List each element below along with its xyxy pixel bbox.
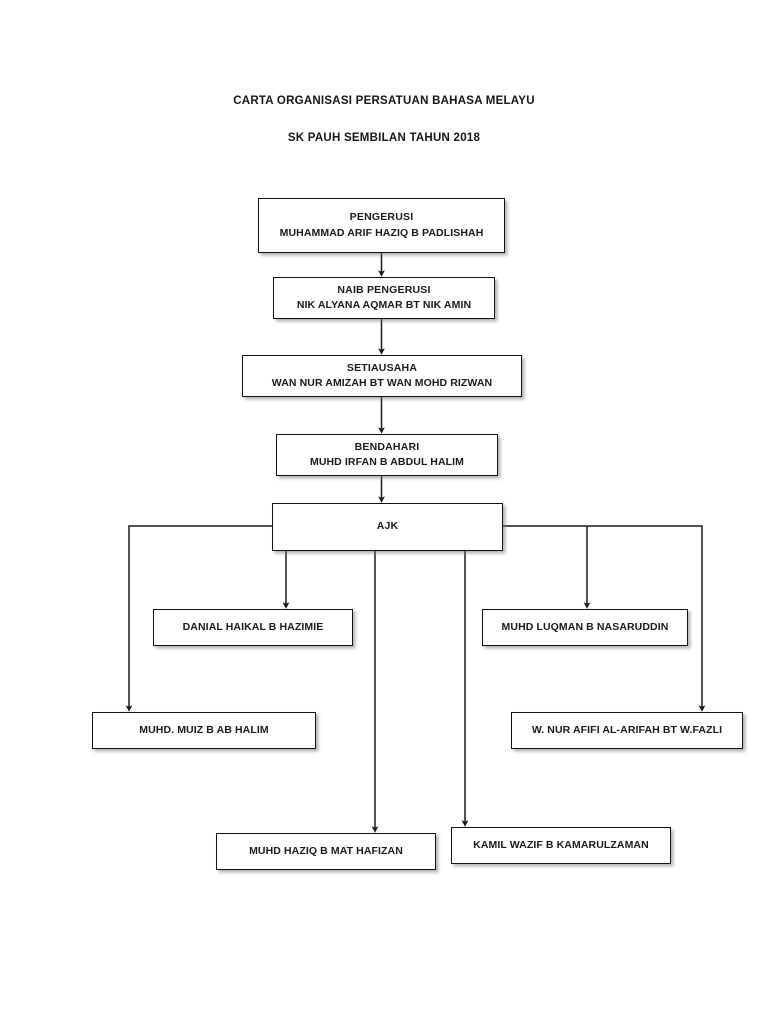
node-ajk-kamil[interactable]: KAMIL WAZIF B KAMARULZAMAN bbox=[451, 827, 671, 864]
node-ajk-nurafifi[interactable]: W. NUR AFIFI AL-ARIFAH BT W.FAZLI bbox=[511, 712, 743, 749]
node-person-label: NIK ALYANA AQMAR BT NIK AMIN bbox=[296, 299, 472, 311]
node-person-label: MUHD. MUIZ B AB HALIM bbox=[139, 723, 269, 736]
node-role-label: NAIB PENGERUSI bbox=[337, 283, 431, 296]
node-ajk-muiz[interactable]: MUHD. MUIZ B AB HALIM bbox=[92, 712, 316, 749]
node-person-label: MUHD HAZIQ B MAT HAFIZAN bbox=[249, 844, 403, 857]
node-person-label: MUHD IRFAN B ABDUL HALIM bbox=[309, 456, 465, 468]
node-ajk[interactable]: AJK bbox=[272, 503, 503, 551]
node-role-label: AJK bbox=[376, 520, 399, 533]
node-bendahari[interactable]: BENDAHARI MUHD IRFAN B ABDUL HALIM bbox=[276, 434, 498, 476]
node-ajk-luqman[interactable]: MUHD LUQMAN B NASARUDDIN bbox=[482, 609, 688, 646]
chart-title-line-2: SK PAUH SEMBILAN TAHUN 2018 bbox=[287, 132, 481, 144]
node-person-label: WAN NUR AMIZAH BT WAN MOHD RIZWAN bbox=[271, 377, 493, 389]
node-person-label: W. NUR AFIFI AL-ARIFAH BT W.FAZLI bbox=[531, 723, 723, 736]
node-role-label: PENGERUSI bbox=[349, 211, 414, 224]
node-pengerusi[interactable]: PENGERUSI MUHAMMAD ARIF HAZIQ B PADLISHA… bbox=[258, 198, 505, 253]
node-role-label: BENDAHARI bbox=[354, 440, 420, 453]
node-role-label: SETIAUSAHA bbox=[346, 361, 418, 374]
node-person-label: MUHAMMAD ARIF HAZIQ B PADLISHAH bbox=[279, 226, 484, 239]
chart-title-line-1: CARTA ORGANISASI PERSATUAN BAHASA MELAYU bbox=[233, 95, 535, 107]
node-setiausaha[interactable]: SETIAUSAHA WAN NUR AMIZAH BT WAN MOHD RI… bbox=[242, 355, 522, 397]
node-ajk-haziq[interactable]: MUHD HAZIQ B MAT HAFIZAN bbox=[216, 833, 436, 870]
node-person-label: DANIAL HAIKAL B HAZIMIE bbox=[182, 620, 324, 633]
node-person-label: MUHD LUQMAN B NASARUDDIN bbox=[501, 620, 669, 633]
node-naib-pengerusi[interactable]: NAIB PENGERUSI NIK ALYANA AQMAR BT NIK A… bbox=[273, 277, 495, 319]
node-ajk-danial[interactable]: DANIAL HAIKAL B HAZIMIE bbox=[153, 609, 353, 646]
node-person-label: KAMIL WAZIF B KAMARULZAMAN bbox=[473, 838, 649, 851]
